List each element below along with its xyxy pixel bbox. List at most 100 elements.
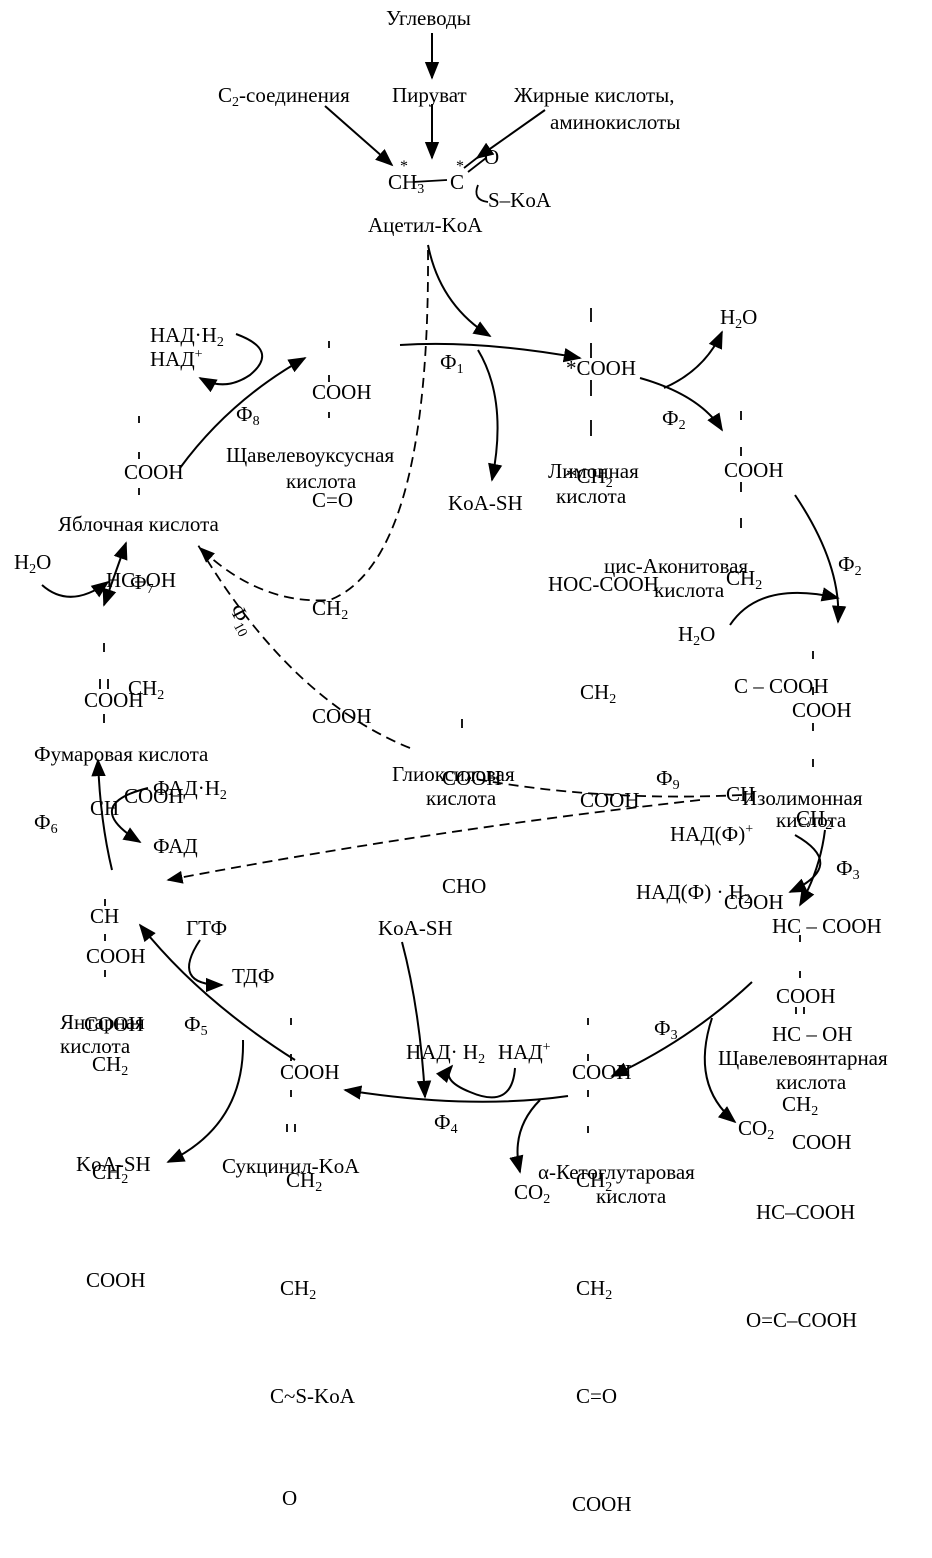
nad-bottom-text: НАД — [498, 1040, 543, 1064]
isocitrate-l4: HC – OH — [772, 1022, 853, 1046]
succinylcoa-l3: CH2 — [270, 1270, 355, 1306]
koash-2: KoA-SH — [76, 1152, 151, 1176]
f3a-sub: 3 — [852, 868, 860, 883]
succinate-structure: COOH CH2 CH2 COOH — [86, 866, 146, 1334]
arrow-c2-acetyl — [324, 105, 394, 167]
malate-name: Яблочная кислота — [58, 512, 219, 536]
fumarate-name: Фумаровая кислота — [34, 742, 209, 766]
ketoglutarate-l4: C=O — [576, 1384, 618, 1408]
dashed-glyoxylate-to-malate — [197, 544, 411, 749]
nadh-top-text: НАД·H — [150, 323, 217, 347]
carbs-label: Углеводы — [386, 6, 471, 30]
nadph-text: НАД(Ф) · H — [636, 880, 744, 904]
ketoglutarate-l3-sub: 2 — [605, 1288, 613, 1303]
arrow-succinylcoa-succinate — [138, 923, 296, 1061]
f7-text: Ф — [130, 570, 147, 594]
co2-1: CO2 — [514, 1180, 550, 1207]
oxalosuccinate-l2-sub: 2 — [811, 1104, 819, 1119]
acetyl-coa-name: Ацетил-KoA — [368, 213, 483, 237]
cisaconitate-name-2: кислота — [654, 578, 725, 602]
nad-bottom: НАД+ — [498, 1040, 551, 1064]
arrow-succinate-fumarate — [91, 758, 113, 871]
oxaloacetate-l4: COOH — [312, 704, 372, 728]
enzyme-f2a: Ф2 — [662, 406, 686, 433]
succinate-name-1: Янтарная — [60, 1010, 145, 1034]
nadp-sup: + — [745, 822, 754, 837]
cisaconitate-l2-sub: 2 — [755, 578, 763, 593]
arrow-cisaconitate-isocitrate — [794, 494, 847, 624]
water-1-sub: 2 — [735, 317, 743, 332]
fadh2-text: ФАД·H — [153, 776, 220, 800]
nad-top-text: НАД — [150, 347, 195, 371]
succinylcoa-l5: O — [282, 1486, 298, 1510]
oxaloacetate-l3-text: CH — [312, 596, 342, 620]
arrow-oxalosuccinate-ketoglutarate — [610, 981, 753, 1077]
nadph-label: НАД(Ф) · H2 — [636, 880, 751, 907]
glyoxylate-structure: COOH CHO — [442, 688, 502, 940]
arrow-ketoglutarate-succinylcoa — [343, 1085, 569, 1103]
amino-acids-label: аминокислоты — [550, 110, 681, 134]
pyruvate-label: Пируват — [392, 83, 467, 107]
oxaloacetate-l2: C=O — [312, 488, 354, 512]
oxalosuccinate-name-2: кислота — [776, 1070, 847, 1094]
succinylcoa-l3-text: CH — [280, 1276, 310, 1300]
ketoglutarate-l2: CH2 — [566, 1162, 632, 1198]
oxalosuccinate-l4: O=C–COOH — [746, 1308, 858, 1332]
f2a-sub: 2 — [678, 418, 686, 433]
oxalosuccinate-l1: COOH — [776, 984, 836, 1008]
oxalosuccinate-name-1: Щавелевоянтарная — [718, 1046, 888, 1070]
arrow-water-f7 — [41, 580, 110, 598]
f2b-text: Ф — [838, 552, 855, 576]
ketoglutarate-l3-text: CH — [576, 1276, 606, 1300]
water-1: H2O — [720, 305, 757, 332]
citrate-name-2: кислота — [556, 484, 627, 508]
fumarate-l2: CH — [90, 796, 120, 820]
f6-sub: 6 — [50, 822, 58, 837]
oxaloacetate-name-2: кислота — [286, 469, 357, 493]
acetyl-star-1: * — [400, 158, 408, 175]
arrow-koash-release-2 — [166, 1039, 245, 1163]
succinylcoa-l2: CH2 — [270, 1162, 355, 1198]
fumarate-l3: CH — [90, 904, 120, 928]
malate-l3-text: CH — [128, 676, 158, 700]
citrate-l5: COOH — [580, 788, 640, 812]
f2b-sub: 2 — [854, 564, 862, 579]
oxalosuccinate-l2-text: CH — [782, 1092, 812, 1116]
cisaconitate-l5: COOH — [724, 890, 784, 914]
water-2-sub: 2 — [29, 562, 37, 577]
fumarate-l1: COOH — [84, 688, 144, 712]
succinate-l4: COOH — [86, 1268, 146, 1292]
succinate-l3-text: CH — [92, 1160, 122, 1184]
malate-l4: COOH — [124, 784, 184, 808]
ch3-text: CH — [388, 170, 418, 194]
ketoglutarate-name-2: кислота — [596, 1184, 667, 1208]
tca-cycle-diagram — [41, 33, 847, 1174]
arrow-water-out — [663, 330, 723, 389]
f8-sub: 8 — [252, 414, 260, 429]
arrow-acetyl-citrate — [427, 244, 492, 337]
fad-label: ФАД — [153, 834, 198, 858]
cisaconitate-l4: CH — [726, 782, 756, 806]
enzyme-f6: Ф6 — [34, 810, 58, 837]
f4-sub: 4 — [450, 1122, 458, 1137]
tdp-label: ТДФ — [232, 964, 275, 988]
glyoxylate-name-1: Глиоксиловая — [392, 762, 515, 786]
koash-3: KoA-SH — [378, 916, 453, 940]
dashed-isocitrate-to-glyoxylate — [469, 777, 743, 798]
citrate-l4-sub: 2 — [609, 692, 617, 707]
koash-1: KoA-SH — [448, 491, 523, 515]
nadh-top-sub: 2 — [216, 335, 224, 350]
oxalosuccinate-structure: COOH CH2 HC–COOH O=C–COOH — [746, 906, 857, 1374]
water-2-o: O — [36, 550, 52, 574]
isocitrate-l2-sub: 2 — [825, 818, 833, 833]
arrow-malate-oxaloacetate — [179, 357, 307, 469]
c2-sub: 2 — [232, 95, 240, 110]
c2-main: C — [218, 83, 233, 107]
citrate-name-1: Лимонная — [548, 459, 639, 483]
enzyme-f9: Ф9 — [656, 766, 680, 793]
acetyl-c: C — [450, 170, 465, 194]
succinylcoa-l1: COOH — [280, 1060, 340, 1084]
cisaconitate-l2-text: CH — [726, 566, 756, 590]
citrate-l2-text: *CH — [566, 464, 606, 488]
c2-compounds-label: C2-соединения — [218, 83, 350, 110]
